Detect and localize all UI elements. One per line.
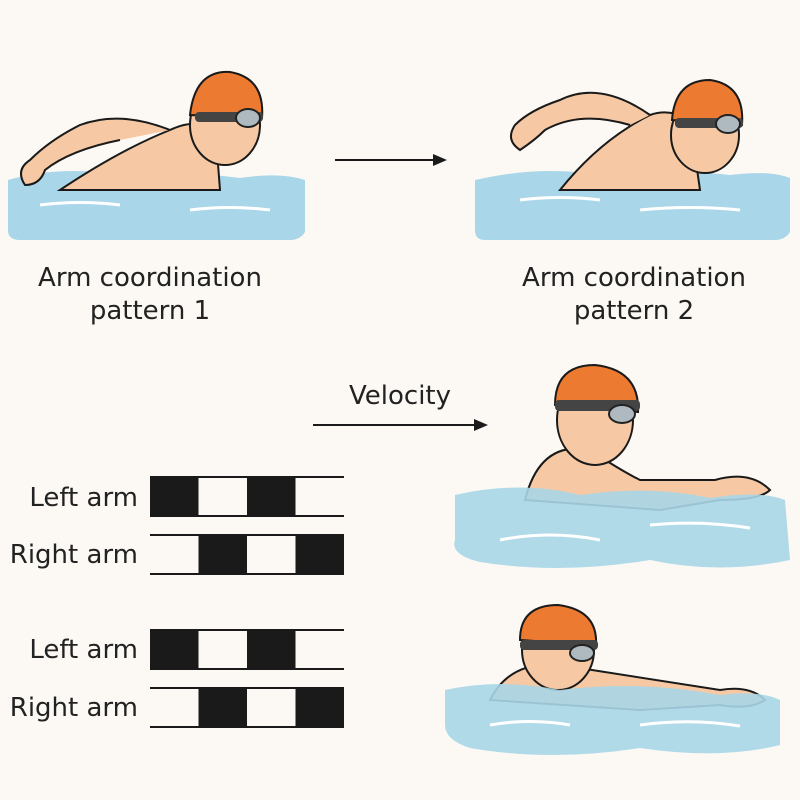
timing-on-segment (247, 477, 296, 516)
row-label: Right arm (9, 540, 138, 570)
timing-on-segment (295, 688, 344, 727)
timing-bars (150, 476, 344, 728)
label-line: pattern 1 (89, 296, 211, 326)
arrowhead-icon (474, 419, 488, 431)
timing-on-segment (150, 477, 199, 516)
timing-on-segment (295, 535, 344, 574)
swimmer-pattern-2 (475, 78, 790, 240)
swimmer-upright-2 (445, 603, 780, 755)
timing-on-segment (198, 535, 247, 574)
timing-on-segment (247, 630, 296, 669)
row-label: Left arm (29, 483, 138, 513)
label-line: Arm coordination (38, 263, 262, 293)
row-label: Left arm (29, 635, 138, 665)
timing-on-segment (198, 688, 247, 727)
arrowhead-icon (433, 154, 447, 166)
swimmer-pattern-1 (8, 70, 305, 240)
velocity-label: Velocity (349, 381, 451, 411)
row-label: Right arm (9, 693, 138, 723)
label-line: Arm coordination (522, 263, 746, 293)
swimmer-upright-1 (454, 363, 790, 569)
timing-on-segment (150, 630, 199, 669)
pattern-2-label: Arm coordination pattern 2 (484, 262, 784, 328)
pattern-1-label: Arm coordination pattern 1 (0, 262, 300, 328)
label-line: pattern 2 (573, 296, 695, 326)
